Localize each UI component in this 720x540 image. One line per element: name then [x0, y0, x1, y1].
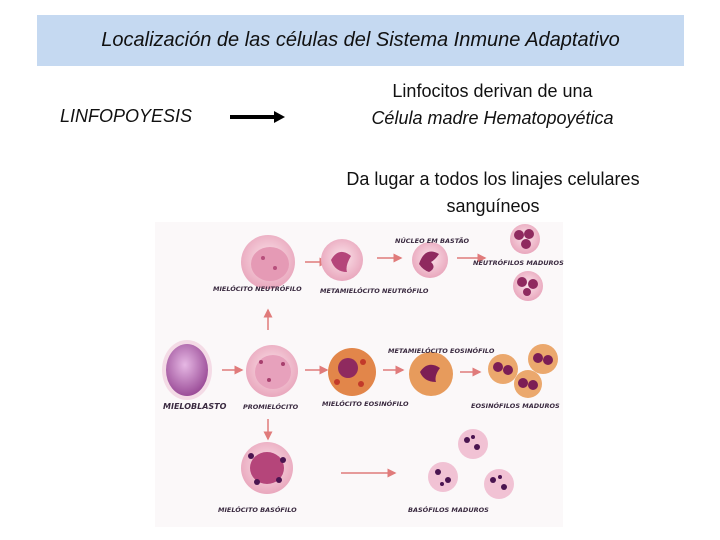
cell-illustration	[162, 224, 558, 499]
caption-neutrofilos-maduros: NEUTRÓFILOS MADUROS	[473, 259, 564, 267]
neutrofilo-maduro-cell-1	[510, 224, 540, 254]
basofilo-maduro-cell-1	[458, 429, 488, 459]
lineage-text: Da lugar a todos los linajes celulares s…	[308, 166, 678, 220]
granulopoiesis-figure: NÚCLEO EM BASTÃO NEUTRÓFILOS MADUROS MIE…	[155, 222, 564, 527]
caption-basofilos-maduros: BASÓFILOS MADUROS	[408, 506, 489, 514]
neutrofilo-maduro-cell-2	[513, 271, 543, 301]
caption-nucleo-bastao: NÚCLEO EM BASTÃO	[395, 237, 469, 245]
caption-promielocito: PROMIELÓCITO	[243, 403, 299, 411]
lineage-line-2: sanguíneos	[446, 196, 540, 216]
mielocito-neutrofilo-cell	[241, 235, 295, 289]
derivation-text: Linfocitos derivan de una Célula madre H…	[320, 78, 665, 132]
caption-mielocito-eosinofilo: MIELÓCITO EOSINÓFILO	[322, 400, 409, 408]
right-arrow-icon	[230, 111, 285, 123]
eosinofilo-maduro-cell-2	[528, 344, 558, 374]
mielocito-basofilo-cell	[241, 442, 293, 494]
derivation-line-1: Linfocitos derivan de una	[392, 81, 593, 101]
slide-title: Localización de las células del Sistema …	[101, 29, 620, 51]
promielocito-cell	[246, 345, 298, 397]
caption-metamielocito-neutrofilo: METAMIELÓCITO NEUTRÓFILO	[320, 287, 429, 295]
nucleo-bastao-cell	[412, 242, 448, 278]
basofilo-maduro-cell-2	[428, 462, 458, 492]
mielocito-eosinofilo-cell	[328, 348, 376, 396]
metamielocito-eosinofilo-cell	[409, 352, 453, 396]
derivation-line-2: Célula madre Hematopoyética	[371, 108, 614, 128]
caption-mielocito-basofilo: MIELÓCITO BASÓFILO	[218, 506, 297, 514]
basofilo-maduro-cell-3	[484, 469, 514, 499]
lineage-line-1: Da lugar a todos los linajes celulares	[346, 169, 640, 189]
eosinofilo-maduro-cell-3	[514, 370, 542, 398]
caption-mielocito-neutrofilo: MIELÓCITO NEUTRÓFILO	[213, 285, 302, 293]
linfopoyesis-label: LINFOPOYESIS	[60, 106, 193, 126]
mieloblasto-cell	[162, 340, 212, 400]
caption-eosinofilos-maduros: EOSINÓFILOS MADUROS	[471, 402, 560, 410]
title-banner: Localización de las células del Sistema …	[37, 15, 684, 66]
caption-mieloblasto: MIELOBLASTO	[163, 402, 227, 411]
eosinofilo-maduro-cell-1	[488, 354, 518, 384]
caption-metamielocito-eosinofilo: METAMIELÓCITO EOSINÓFILO	[388, 347, 495, 355]
metamielocito-neutrofilo-cell	[321, 239, 363, 281]
